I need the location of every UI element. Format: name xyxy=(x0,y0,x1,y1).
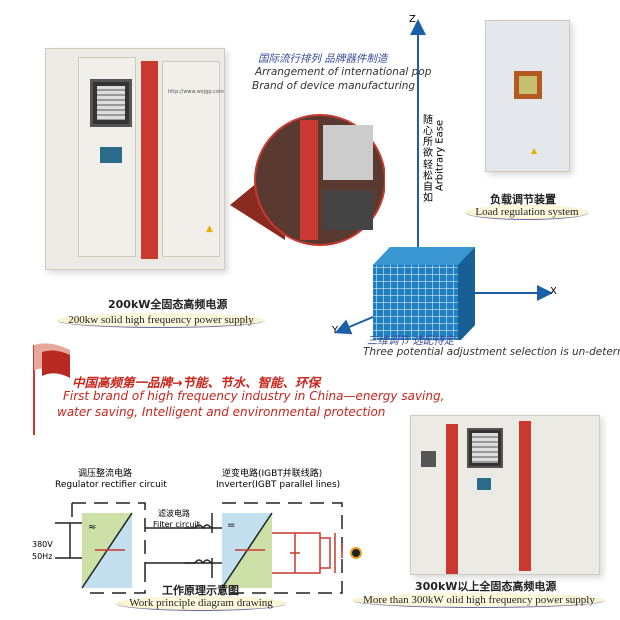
rect-en: Regulator rectifier circuit xyxy=(55,480,167,490)
vertical-en: Arbitrary Ease xyxy=(434,119,446,192)
filter-zh: 滤波电路 xyxy=(158,509,190,518)
three-d-en: Three potential adjustment selection is … xyxy=(363,346,620,358)
url-text: http://www.wxjgp.com xyxy=(168,89,224,95)
vertical-zh1: 随心所欲 xyxy=(423,115,433,159)
cabinet-300-caption-zh: 300kW以上全固态高频电源 xyxy=(415,580,557,593)
filter-en: Filter circuit xyxy=(153,520,200,529)
cabinet-300kw-image xyxy=(410,415,600,575)
svg-text:=: = xyxy=(227,520,235,531)
load-caption-zh: 负载调节装置 xyxy=(490,193,556,206)
axis-x-label: X xyxy=(550,286,557,297)
load-caption-en: Load regulation system xyxy=(465,205,589,220)
three-d-zh: 三维调节 选配待定 xyxy=(367,335,455,347)
rect-zh: 调压整流电路 xyxy=(78,469,133,479)
inv-zh: 逆变电路(IGBT并联线路) xyxy=(222,469,323,479)
inv-en: Inverter(IGBT parallel lines) xyxy=(216,480,341,490)
flag-icon xyxy=(33,343,70,435)
headline-en1: First brand of high frequency industry i… xyxy=(63,389,445,403)
headline-zh: 中国高频第一品牌→节能、节水、智能、环保 xyxy=(72,375,320,390)
axis-y-label: Y xyxy=(332,325,339,336)
work-caption-en: Work principle diagram drawing xyxy=(116,596,286,611)
input-hz: 50Hz xyxy=(32,552,53,561)
cabinet-200-caption-zh: 200kW全固态高频电源 xyxy=(108,298,228,311)
axis-z-label: Z xyxy=(409,14,416,25)
svg-text:≈: ≈ xyxy=(88,522,96,533)
headline-en2: water saving, Intelligent and environmen… xyxy=(57,405,386,419)
work-caption-zh: 工作原理示意图 xyxy=(162,584,239,597)
magnifier-detail xyxy=(230,114,385,246)
load-regulation-cabinet-image: ▲ xyxy=(485,20,570,172)
input-v: 380V xyxy=(32,540,53,549)
3d-axis-diagram xyxy=(334,19,553,340)
cabinet-200kw-image: http://www.wxjgp.com ▲ xyxy=(45,48,225,270)
cabinet-300-caption-en: More than 300kW olid high frequency powe… xyxy=(353,593,605,608)
top-en1: Arrangement of international pop xyxy=(255,66,432,78)
top-zh: 国际流行排列 品牌器件制造 xyxy=(258,53,388,65)
cabinet-200-caption-en: 200kw solid high frequency power supply xyxy=(57,313,265,328)
top-en2: Brand of device manufacturing xyxy=(252,80,416,92)
vertical-zh2: 轻松自如 xyxy=(423,160,433,204)
circuit-diagram: ≈= xyxy=(55,502,362,594)
